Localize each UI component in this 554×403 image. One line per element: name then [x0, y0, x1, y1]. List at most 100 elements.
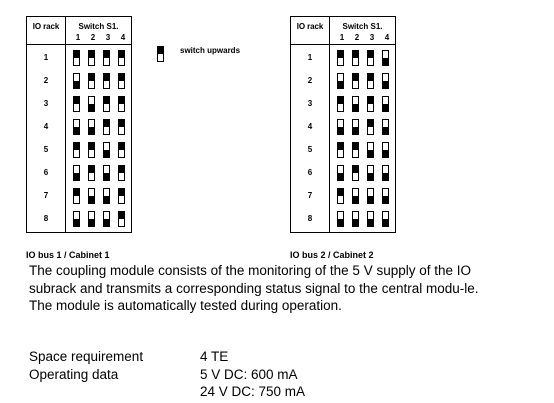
dip-switch-icon: [103, 165, 110, 181]
dip-switch-icon: [88, 96, 95, 112]
switch-number-3: 3: [105, 33, 111, 42]
dip-switch-icon: [73, 73, 80, 89]
dip-switch-icon: [73, 119, 80, 135]
dip-switch-icon: [337, 188, 344, 204]
legend-switch-icon: [157, 46, 164, 62]
dip-switch-icon: [73, 50, 80, 66]
dip-switch-icon: [103, 211, 110, 227]
rack-number: 7: [307, 191, 313, 200]
dip-switch-icon: [367, 50, 374, 66]
dip-switch-icon: [367, 119, 374, 135]
rack-number: 3: [307, 99, 313, 108]
switch-number-2: 2: [354, 33, 360, 42]
dip-switch-icon: [88, 73, 95, 89]
dip-switch-icon: [382, 96, 389, 112]
description-paragraph-2: The module is automatically tested durin…: [29, 298, 342, 313]
dip-switch-icon: [382, 188, 389, 204]
dip-switch-icon: [337, 211, 344, 227]
dip-switch-icon: [382, 142, 389, 158]
switch-number-4: 4: [120, 33, 126, 42]
rack-number: 1: [43, 53, 49, 62]
dip-switch-icon: [367, 211, 374, 227]
rack-number: 3: [43, 99, 49, 108]
dip-switch-icon: [337, 142, 344, 158]
spec-value: 4 TE: [200, 349, 229, 364]
switch-number-2: 2: [90, 33, 96, 42]
caption-cabinet-1: IO bus 1 / Cabinet 1: [26, 250, 110, 260]
dip-switch-icon: [382, 211, 389, 227]
dip-switch-icon: [352, 188, 359, 204]
rack-number: 4: [307, 122, 313, 131]
dip-switch-icon: [367, 188, 374, 204]
rack-number: 4: [43, 122, 49, 131]
dip-switch-icon: [337, 73, 344, 89]
caption-cabinet-2: IO bus 2 / Cabinet 2: [290, 250, 374, 260]
switch-number-1: 1: [339, 33, 345, 42]
rack-number: 5: [307, 145, 313, 154]
dip-switch-icon: [88, 119, 95, 135]
dip-switch-icon: [337, 165, 344, 181]
dip-switch-icon: [103, 119, 110, 135]
dip-switch-icon: [118, 73, 125, 89]
dip-switch-icon: [103, 188, 110, 204]
dip-switch-icon: [88, 50, 95, 66]
dip-switch-icon: [73, 165, 80, 181]
rack-number: 2: [43, 76, 49, 85]
dip-switch-icon: [88, 142, 95, 158]
rack-number: 5: [43, 145, 49, 154]
dip-switch-icon: [73, 188, 80, 204]
column-divider: [65, 17, 66, 232]
dip-switch-icon: [352, 96, 359, 112]
rack-number: 2: [307, 76, 313, 85]
dip-switch-icon: [73, 211, 80, 227]
dip-switch-icon: [352, 50, 359, 66]
rack-number: 8: [307, 214, 313, 223]
dip-switch-icon: [118, 142, 125, 158]
header-divider: [291, 44, 395, 45]
switch-number-1: 1: [75, 33, 81, 42]
dip-switch-icon: [88, 211, 95, 227]
rack-number: 8: [43, 214, 49, 223]
dip-switch-icon: [367, 73, 374, 89]
rack-number: 6: [43, 168, 49, 177]
dip-switch-icon: [337, 119, 344, 135]
dip-switch-icon: [118, 165, 125, 181]
dip-switch-icon: [352, 211, 359, 227]
dip-switch-icon: [352, 142, 359, 158]
dip-switch-icon: [103, 142, 110, 158]
spec-label: Space requirement: [29, 349, 144, 364]
dip-switch-icon: [103, 50, 110, 66]
header-divider: [27, 44, 131, 45]
column-divider: [329, 17, 330, 232]
dip-switch-icon: [382, 165, 389, 181]
description-paragraph-1: The coupling module consists of the moni…: [29, 263, 479, 296]
dip-switch-icon: [367, 96, 374, 112]
rack-number: 7: [43, 191, 49, 200]
switch-number-3: 3: [369, 33, 375, 42]
description: The coupling module consists of the moni…: [29, 262, 519, 315]
dip-switch-icon: [367, 165, 374, 181]
legend-label: switch upwards: [180, 46, 241, 55]
header-switch: Switch S1.: [78, 22, 119, 31]
dip-switch-icon: [382, 119, 389, 135]
rack-number: 1: [307, 53, 313, 62]
dip-switch-icon: [73, 96, 80, 112]
spec-value: 5 V DC: 600 mA: [200, 367, 298, 382]
spec-label: Operating data: [29, 367, 119, 382]
dip-switch-icon: [88, 165, 95, 181]
dip-switch-icon: [88, 188, 95, 204]
dip-switch-icon: [103, 73, 110, 89]
dip-switch-icon: [337, 50, 344, 66]
switch-number-4: 4: [384, 33, 390, 42]
rack-number: 6: [307, 168, 313, 177]
spec-value: 24 V DC: 750 mA: [200, 384, 306, 399]
header-io-rack: IO rack: [32, 22, 60, 31]
dip-switch-icon: [352, 73, 359, 89]
dip-switch-icon: [73, 142, 80, 158]
dip-switch-icon: [352, 165, 359, 181]
dip-switch-icon: [118, 119, 125, 135]
